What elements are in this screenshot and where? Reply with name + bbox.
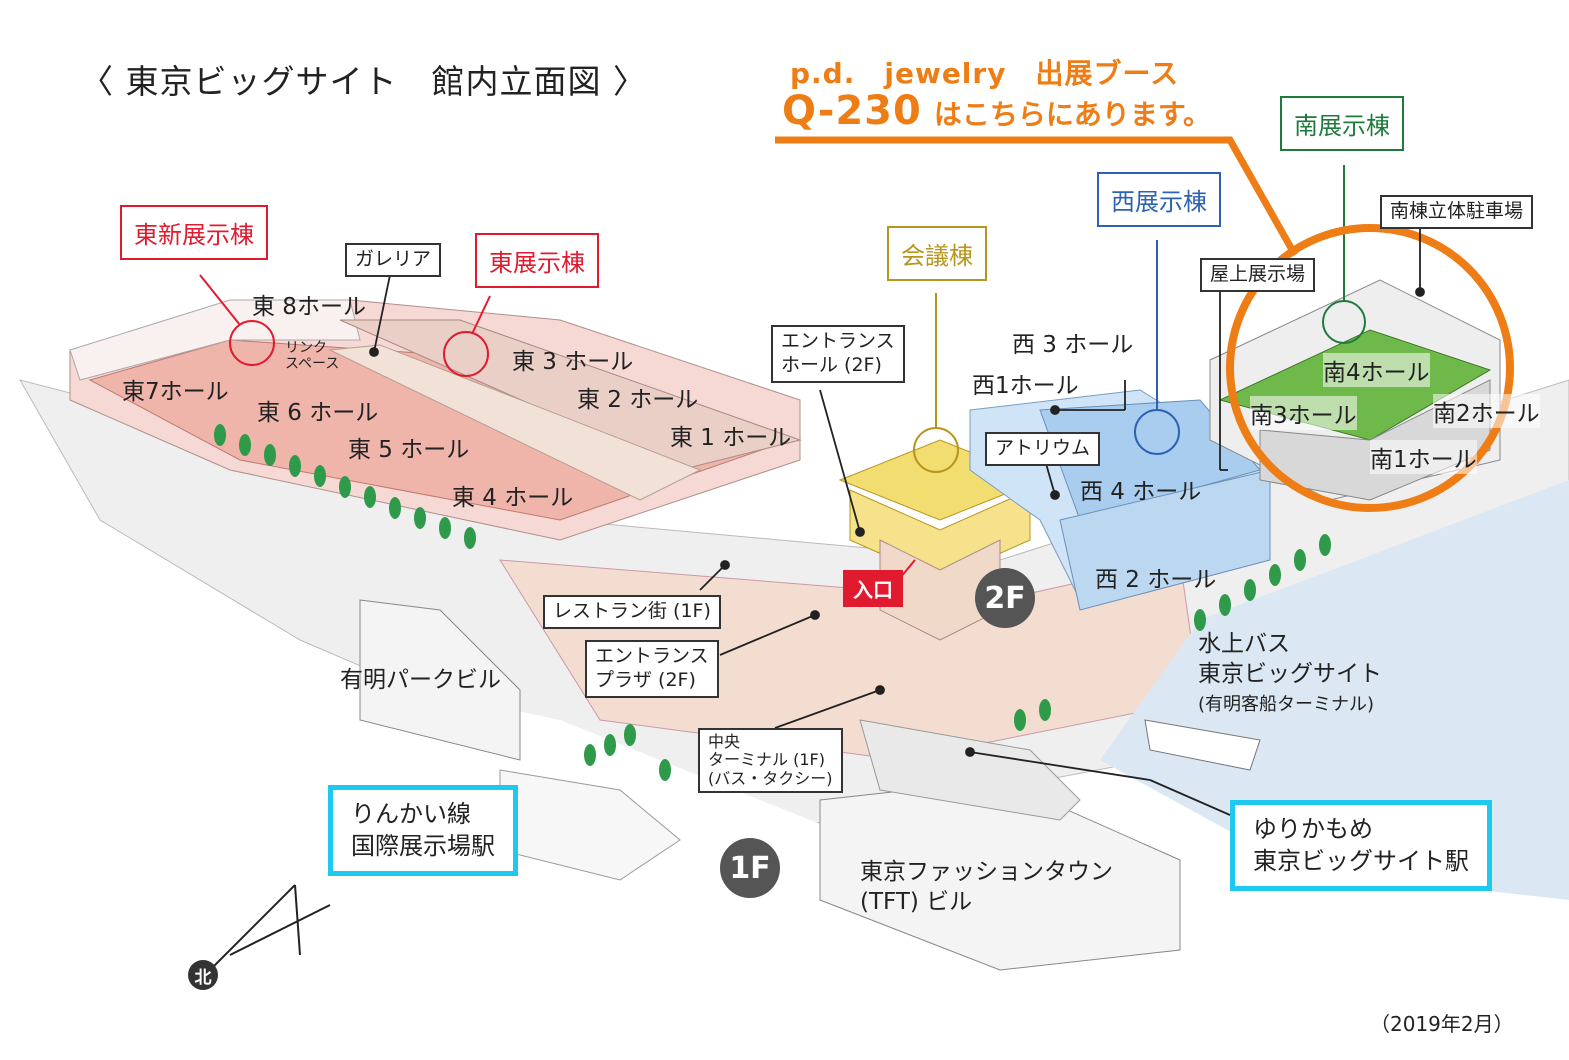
label-water-bus-terminal: (有明客船ターミナル)	[1198, 694, 1375, 715]
booth-highlight-circle	[1226, 224, 1514, 512]
galleria-walkway	[328, 344, 702, 501]
label-atrium: アトリウム	[985, 432, 1101, 466]
label-rooftop-exhibition: 屋上展示場	[1200, 258, 1316, 292]
label-hall-west-2: 西 2 ホール	[1095, 567, 1217, 593]
label-entrance-hall: エントランス ホール (2F)	[771, 325, 905, 383]
label-restaurant-street: レストラン街 (1F)	[543, 595, 721, 629]
label-hall-west-4: 西 4 ホール	[1080, 479, 1202, 505]
booth-number: Q-230	[782, 88, 922, 134]
label-yurikamome-station: ゆりかもめ 東京ビッグサイト駅	[1230, 800, 1492, 891]
conference-building	[838, 439, 1042, 641]
label-hall-west-3: 西 3 ホール	[1012, 332, 1134, 358]
label-hall-south-1: 南1ホール	[1370, 440, 1477, 474]
floor-badge-2f: 2F	[975, 568, 1035, 628]
label-east-building: 東展示棟	[475, 233, 599, 288]
label-galleria: ガレリア	[345, 243, 442, 277]
label-rinkai-station: りんかい線 国際展示場駅	[328, 785, 518, 876]
promo-location-text: はこちらにあります。	[933, 98, 1212, 131]
label-hall-east-1: 東 1 ホール	[670, 425, 792, 451]
label-ariake-park-building: 有明パークビル	[340, 667, 501, 693]
label-south-building: 南展示棟	[1280, 96, 1404, 151]
label-central-terminal: 中央 ターミナル (1F) (バス・タクシー)	[698, 728, 843, 794]
label-hall-east-4: 東 4 ホール	[452, 485, 574, 511]
label-hall-east-3: 東 3 ホール	[512, 349, 634, 375]
label-hall-west-1: 西1ホール	[972, 373, 1079, 399]
label-east-new-building: 東新展示棟	[120, 205, 268, 260]
label-tft-building: 東京ファッションタウン (TFT) ビル	[860, 859, 1113, 915]
north-badge: 北	[188, 960, 218, 990]
ariake-park-building	[359, 599, 521, 761]
yurikamome-track	[859, 719, 1081, 821]
label-west-building: 西展示棟	[1097, 172, 1221, 227]
label-entrance-plaza: エントランス プラザ (2F)	[585, 640, 719, 698]
water-area	[1100, 480, 1569, 900]
east-new-marker	[229, 320, 275, 366]
label-link-space: リンク スペース	[285, 340, 340, 373]
label-water-bus: 水上バス 東京ビッグサイト	[1198, 631, 1382, 687]
promo-booth-line: Q-230 はこちらにあります。	[782, 88, 1211, 134]
label-hall-south-4: 南4ホール	[1323, 353, 1430, 387]
trees	[214, 424, 1331, 781]
label-hall-south-2: 南2ホール	[1433, 394, 1540, 428]
promo-exhibitor-line: p.d. jewelry 出展ブース	[790, 57, 1180, 90]
east-marker	[443, 331, 489, 377]
north-arrow	[204, 884, 331, 976]
label-hall-east-8: 東 8ホール	[252, 294, 366, 320]
label-conference-building: 会議棟	[887, 226, 987, 281]
promo-pointer-line	[775, 136, 1299, 257]
label-hall-east-2: 東 2 ホール	[577, 387, 699, 413]
label-hall-east-6: 東 6 ホール	[257, 400, 379, 426]
label-hall-east-7: 東7ホール	[122, 379, 229, 405]
water-bus-boat	[1144, 719, 1261, 771]
entrance-marker: 入口	[843, 570, 903, 607]
label-hall-east-5: 東 5 ホール	[348, 437, 470, 463]
label-hall-south-3: 南3ホール	[1250, 396, 1357, 430]
floor-badge-1f: 1F	[720, 838, 780, 898]
date-note: （2019年2月）	[1370, 1012, 1514, 1036]
label-south-parking: 南棟立体駐車場	[1380, 195, 1534, 229]
page-title: 〈 東京ビッグサイト 館内立面図 〉	[80, 62, 647, 101]
